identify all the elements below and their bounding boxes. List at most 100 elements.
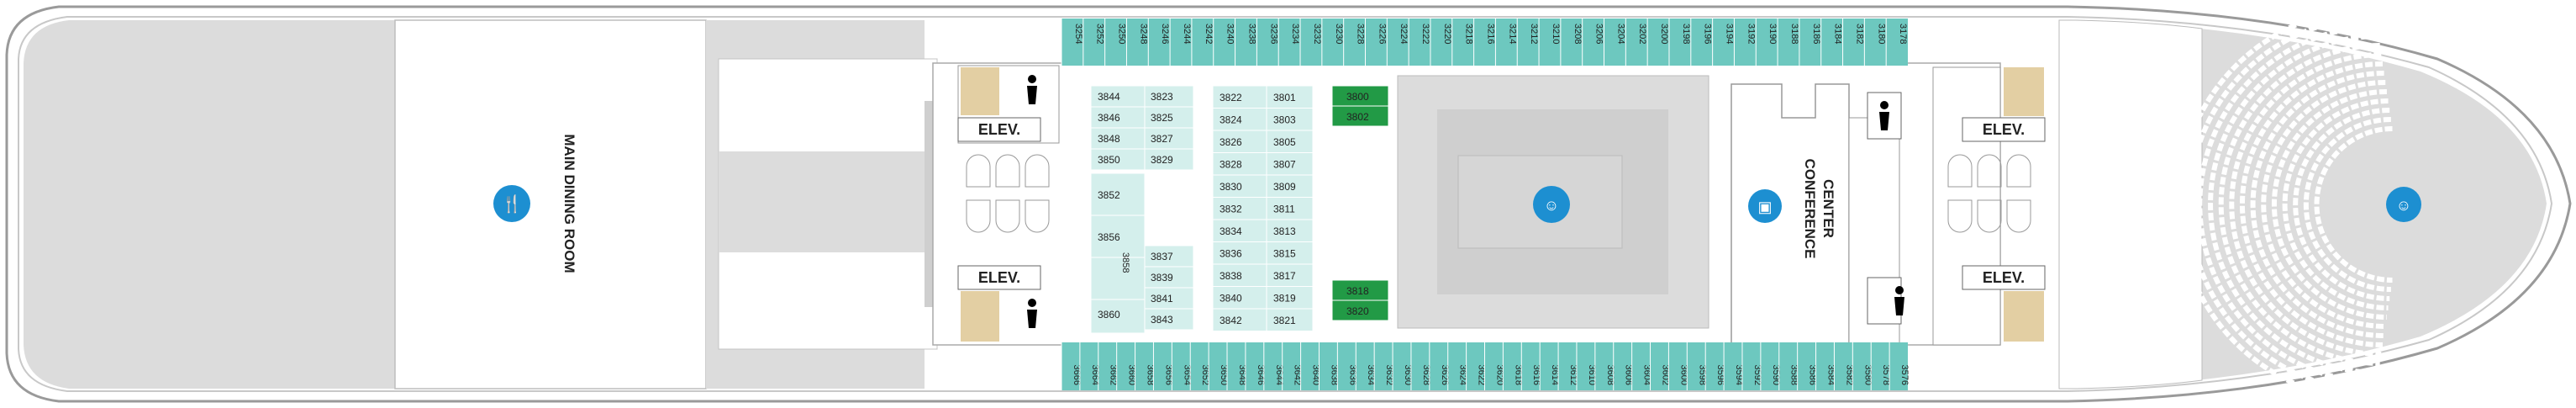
fwd-elevator-top[interactable] (1962, 117, 2046, 142)
cabin-number: 3608 (1605, 365, 1615, 385)
aft-elevator-bottom[interactable] (957, 265, 1041, 290)
aft-stairs-top[interactable] (961, 67, 999, 115)
inner-cabin-3830[interactable] (1212, 174, 1267, 198)
cabin-number: 3618 (1513, 365, 1523, 385)
cabin-number: 3254 (1073, 24, 1083, 44)
cabin-number: 3610 (1587, 365, 1597, 385)
inner-cabin-3803[interactable] (1266, 108, 1314, 131)
main-dining-room[interactable] (394, 19, 707, 389)
cabin-number: 3666 (1072, 365, 1082, 385)
inner-cabin-number: 3846 (1098, 112, 1120, 124)
cabin-number: 3178 (1898, 24, 1908, 44)
inner-cabin-3800[interactable] (1331, 85, 1389, 107)
inner-cabin-number: 3852 (1098, 189, 1120, 201)
inner-cabin-3818[interactable] (1331, 279, 1389, 301)
inner-cabin-number: 3820 (1346, 305, 1369, 317)
inner-cabin-number: 3823 (1151, 91, 1173, 103)
inner-cabin-number: 3858 (1120, 252, 1130, 273)
inner-cabin-number: 3834 (1220, 225, 1242, 237)
fwd-stairs-top[interactable] (2004, 67, 2044, 116)
svg-text:▣: ▣ (1757, 199, 1772, 215)
cabin-number: 3180 (1876, 24, 1886, 44)
inner-cabin-3827[interactable] (1144, 127, 1194, 150)
inner-cabin-3811[interactable] (1266, 197, 1314, 220)
inner-cabin-number: 3836 (1220, 248, 1242, 260)
inner-cabin-number: 3860 (1098, 309, 1120, 321)
aft-stair-lobby: ELEV. ELEV. (957, 65, 1060, 342)
inner-cabin-3839[interactable] (1144, 266, 1194, 289)
inner-cabin-3856[interactable] (1090, 215, 1146, 258)
cabin-number: 3594 (1734, 365, 1744, 385)
inner-cabin-3858[interactable] (1090, 257, 1146, 300)
inner-cabin-3860[interactable] (1090, 299, 1146, 334)
inner-cabin-3837[interactable] (1144, 245, 1194, 268)
inner-cabin-3813[interactable] (1266, 219, 1314, 242)
dining-icon: 🍴 (493, 185, 530, 222)
cabin-number: 3210 (1551, 24, 1561, 44)
inner-cabin-3840[interactable] (1212, 286, 1267, 310)
cabin-number: 3198 (1681, 24, 1691, 44)
cabin-number: 3606 (1624, 365, 1634, 385)
inner-cabin-3836[interactable] (1212, 241, 1267, 265)
inner-cabin-number: 3811 (1273, 204, 1295, 215)
cabin-number: 3246 (1160, 24, 1170, 44)
seating-row (2293, 108, 2390, 301)
fwd-elevator-bottom[interactable] (1962, 265, 2046, 290)
inner-cabin-3809[interactable] (1266, 174, 1314, 198)
inner-cabin-3829[interactable] (1144, 148, 1194, 171)
cabin-number: 3656 (1163, 365, 1173, 385)
cabin-row-band (1061, 19, 1908, 66)
inner-cabin-3844[interactable] (1090, 85, 1146, 108)
inner-cabin-number: 3839 (1151, 272, 1173, 283)
cabin-number: 3588 (1789, 365, 1799, 385)
inner-cabin-3848[interactable] (1090, 127, 1146, 150)
seating-row (2303, 117, 2391, 292)
cabin-number: 3578 (1881, 365, 1891, 385)
inner-cabin-number: 3819 (1273, 293, 1296, 305)
cabin-number: 3222 (1420, 24, 1430, 44)
cabin-number: 3660 (1127, 365, 1137, 385)
aft-stairs-bottom[interactable] (961, 291, 999, 342)
seating-row (2186, 15, 2376, 394)
inner-cabin-3805[interactable] (1266, 130, 1314, 153)
fwd-stairs-bottom[interactable] (2004, 291, 2044, 342)
inner-cabin-3821[interactable] (1266, 308, 1314, 331)
cabin-number: 3598 (1697, 365, 1707, 385)
cabin-number: 3664 (1090, 365, 1100, 385)
inner-cabin-3852[interactable] (1090, 172, 1146, 216)
inner-cabin-3815[interactable] (1266, 241, 1314, 265)
cabin-number: 3238 (1246, 24, 1256, 44)
cabin-number: 3650 (1219, 365, 1229, 385)
inner-cabin-3802[interactable] (1331, 105, 1389, 127)
inner-cabin-3850[interactable] (1090, 148, 1146, 171)
inner-cabin-3823[interactable] (1144, 85, 1194, 108)
cabin-number: 3234 (1290, 24, 1300, 44)
cabin-number: 3624 (1458, 365, 1468, 385)
inner-cabin-3819[interactable] (1266, 286, 1314, 310)
seating-row (2208, 34, 2379, 375)
inner-cabin-number: 3800 (1346, 91, 1369, 103)
inner-cabin-3843[interactable] (1144, 308, 1194, 331)
conference-center[interactable] (1731, 83, 1904, 346)
inner-cabin-3820[interactable] (1331, 299, 1389, 321)
cabin-number: 3630 (1403, 365, 1413, 385)
inner-cabin-number: 3843 (1151, 314, 1173, 326)
inner-cabin-3842[interactable] (1212, 308, 1267, 331)
forward-theater[interactable] (2176, 6, 2454, 403)
inner-cabin-number: 3856 (1098, 231, 1120, 243)
cabin-number: 3200 (1659, 24, 1669, 44)
inner-cabin-number: 3842 (1220, 315, 1242, 326)
cabin-number: 3576 (1899, 365, 1910, 385)
cabin-number: 3626 (1440, 365, 1450, 385)
cabin-number: 3236 (1268, 24, 1278, 44)
aft-elevator-top[interactable] (957, 117, 1041, 142)
dining-annex-detail (719, 151, 941, 252)
cabin-number: 3652 (1200, 365, 1210, 385)
inner-cabin-number: 3824 (1220, 114, 1242, 126)
cabin-number: 3632 (1384, 365, 1394, 385)
cabin-number: 3212 (1529, 24, 1539, 44)
inner-cabin-number: 3825 (1151, 112, 1173, 124)
conference-icon: ▣ (1748, 189, 1782, 223)
cabin-number: 3182 (1854, 24, 1864, 44)
cabin-number: 3196 (1703, 24, 1713, 44)
